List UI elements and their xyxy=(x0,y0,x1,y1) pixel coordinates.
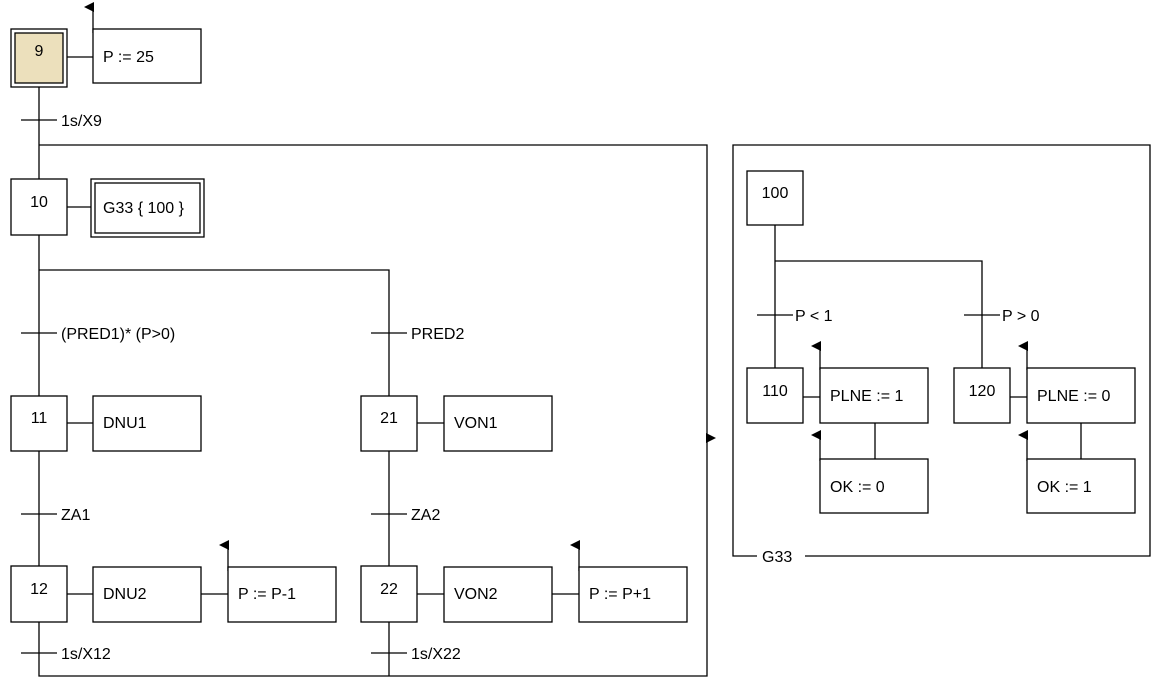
step-9: 9 xyxy=(10,28,68,88)
macro-frame-border xyxy=(732,144,1151,557)
transition-label: P < 1 xyxy=(795,308,833,325)
step-number: 120 xyxy=(969,383,996,400)
divergence-or xyxy=(39,269,390,396)
action-110: PLNE := 1 xyxy=(819,367,929,424)
transition-label: P > 0 xyxy=(1002,308,1040,325)
action-110b: OK := 0 xyxy=(819,458,929,514)
step-11: 11 xyxy=(10,395,68,452)
loop-bottom-line xyxy=(38,440,708,677)
action-text: P := 25 xyxy=(103,49,154,66)
step-number: 22 xyxy=(380,581,398,598)
main-links xyxy=(21,2,716,677)
transition-label: PRED2 xyxy=(411,326,464,343)
step-120: 120 xyxy=(953,367,1011,424)
step-number: 21 xyxy=(380,410,398,427)
action-21: VON1 xyxy=(443,395,553,452)
step-10: 10 xyxy=(10,178,68,236)
action-text: OK := 1 xyxy=(1037,479,1092,496)
action-22b: P := P+1 xyxy=(578,566,688,623)
action-12b: P := P-1 xyxy=(227,566,337,623)
macro-frame-g33: G33 100 110 120 PLNE := 1 xyxy=(732,144,1151,566)
transition-label: 1s/X12 xyxy=(61,646,111,663)
action-text: VON2 xyxy=(454,586,498,603)
step-number: 11 xyxy=(31,410,48,427)
transition-label: ZA2 xyxy=(411,507,440,524)
action-text: PLNE := 0 xyxy=(1037,388,1110,405)
transition-label: 1s/X22 xyxy=(411,646,461,663)
transition-label: (PRED1)* (P>0) xyxy=(61,326,175,343)
action-120: PLNE := 0 xyxy=(1026,367,1136,424)
divergence-or xyxy=(775,260,983,368)
action-11: DNU1 xyxy=(92,395,202,452)
action-text: DNU1 xyxy=(103,415,147,432)
action-text: DNU2 xyxy=(103,586,147,603)
action-text: P := P+1 xyxy=(589,586,651,603)
action-120b: OK := 1 xyxy=(1026,458,1136,514)
loop-return-line xyxy=(39,144,716,443)
action-text: G33 { 100 } xyxy=(103,200,185,217)
step-110: 110 xyxy=(746,367,804,424)
action-10-macro-call: G33 { 100 } xyxy=(90,178,205,238)
step-12: 12 xyxy=(10,565,68,623)
transition-label: ZA1 xyxy=(61,507,90,524)
action-text: OK := 0 xyxy=(830,479,885,496)
step-number: 9 xyxy=(35,43,44,60)
action-text: P := P-1 xyxy=(238,586,296,603)
macro-label: G33 xyxy=(762,549,792,566)
step-21: 21 xyxy=(360,395,418,452)
step-22: 22 xyxy=(360,565,418,623)
action-9: P := 25 xyxy=(92,28,202,84)
action-22: VON2 xyxy=(443,566,553,623)
action-text: VON1 xyxy=(454,415,498,432)
action-text: PLNE := 1 xyxy=(830,388,903,405)
step-number: 110 xyxy=(762,383,788,400)
action-12: DNU2 xyxy=(92,566,202,623)
step-number: 100 xyxy=(762,185,789,202)
transition-label: 1s/X9 xyxy=(61,113,102,130)
step-number: 12 xyxy=(30,581,48,598)
step-number: 10 xyxy=(30,194,48,211)
step-100: 100 xyxy=(746,170,804,226)
initial-step-inner xyxy=(14,32,64,84)
